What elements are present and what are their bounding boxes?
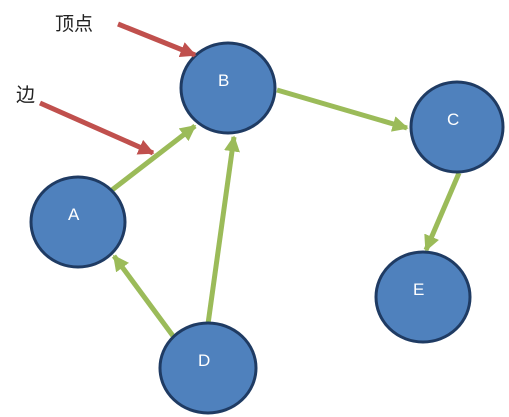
- node-d: D: [158, 321, 258, 415]
- node-d-circle: [158, 321, 258, 415]
- node-b-circle: [179, 41, 277, 135]
- edge-d-to-b: [205, 135, 240, 325]
- node-d-label: D: [198, 351, 210, 370]
- node-c: C: [409, 80, 505, 174]
- node-c-circle: [409, 80, 505, 174]
- node-a: A: [29, 175, 127, 269]
- nodes-layer: A B C D E: [29, 41, 505, 415]
- edge-c-to-e: [423, 172, 462, 252]
- edges-layer: [110, 87, 462, 342]
- node-b: B: [179, 41, 277, 135]
- edge-d-to-a: [111, 254, 179, 342]
- node-e-circle: [374, 250, 472, 344]
- edge-annotation-arrow: [38, 100, 155, 156]
- vertex-annotation-arrow: [117, 21, 197, 58]
- node-a-label: A: [68, 205, 80, 224]
- node-b-label: B: [218, 71, 229, 90]
- edge-a-to-b: [110, 124, 197, 192]
- node-a-circle: [29, 175, 127, 269]
- vertex-annotation-label: 顶点: [55, 13, 93, 35]
- edge-b-to-c: [276, 87, 409, 132]
- annotation-arrows: [38, 21, 197, 156]
- edge-annotation-label: 边: [16, 84, 35, 106]
- node-e-label: E: [413, 280, 424, 299]
- node-e: E: [374, 250, 472, 344]
- node-c-label: C: [447, 110, 459, 129]
